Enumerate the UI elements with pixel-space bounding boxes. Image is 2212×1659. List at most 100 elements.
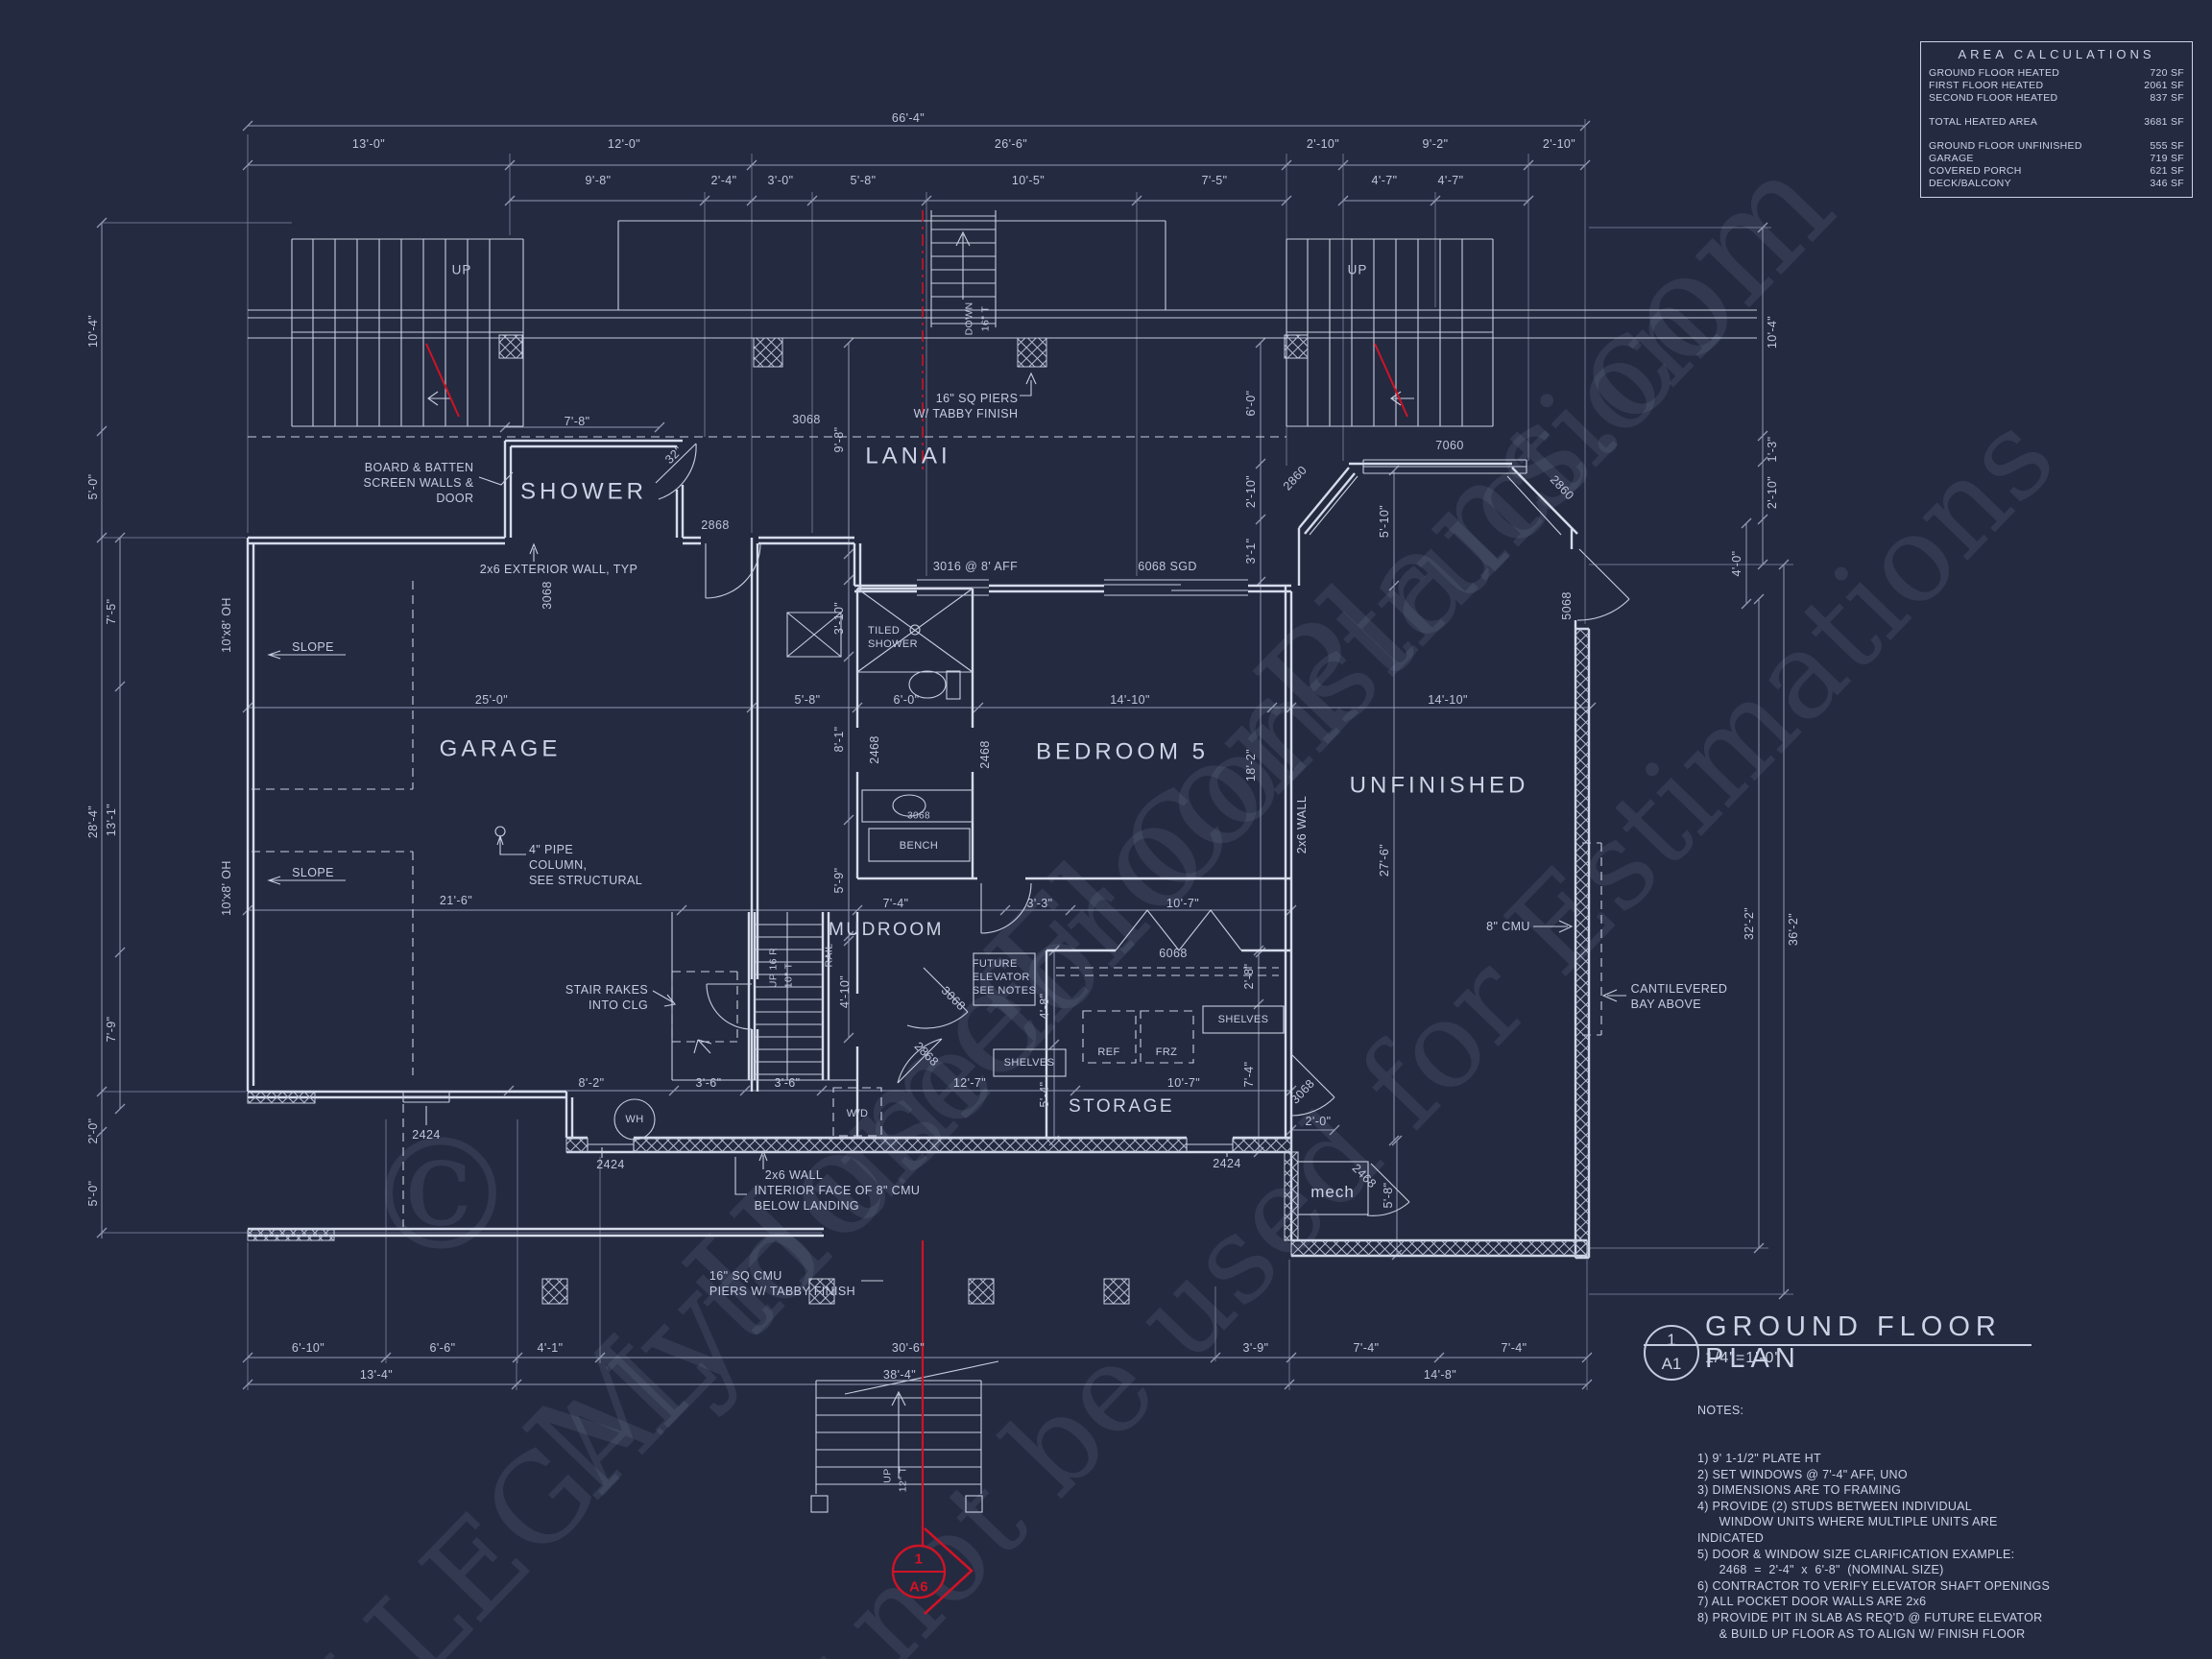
plan-label: 5'-8": [1382, 1182, 1395, 1209]
plan-label: 5068: [1560, 591, 1574, 620]
note-line: 1) 9' 1-1/2" PLATE HT: [1697, 1451, 1821, 1465]
area-row-label: FIRST FLOOR HEATED: [1929, 80, 2044, 91]
plan-label: 3'-9": [1242, 1341, 1269, 1355]
plan-label: UP: [451, 262, 472, 277]
plan-label: 3'-3": [1026, 897, 1053, 910]
plan-label: LANAI: [865, 443, 951, 469]
plan-label: 8'-2": [578, 1076, 605, 1090]
plan-label: 6068: [1159, 947, 1188, 960]
plan-label: 8'-1": [832, 726, 846, 753]
plan-label: 16" SQ CMU PIERS W/ TABBY FINISH: [709, 1269, 856, 1298]
plan-label: 5'-10": [1378, 504, 1391, 539]
plan-label: FUTURE ELEVATOR SEE NOTES: [972, 957, 1037, 998]
plan-label: SHELVES: [1217, 1013, 1269, 1025]
plan-label: 14'-10": [1110, 693, 1150, 707]
plan-label: 13'-0": [351, 137, 386, 151]
note-line: WINDOW UNITS WHERE MULTIPLE UNITS ARE: [1697, 1515, 1998, 1529]
plan-label: 28'-4": [86, 805, 100, 839]
notes-heading: NOTES:: [1697, 1404, 1744, 1418]
note-line: 5) DOOR & WINDOW SIZE CLARIFICATION EXAM…: [1697, 1547, 2015, 1561]
plan-label: 1: [914, 1551, 924, 1568]
plan-label: 2424: [412, 1128, 441, 1142]
plan-label: SHOWER: [520, 478, 647, 505]
area-table-row: GROUND FLOOR UNFINISHED 555 SF: [1929, 140, 2184, 153]
area-row-label: GARAGE: [1929, 153, 1974, 164]
area-row-value: 555 SF: [2150, 140, 2184, 152]
plan-label: 2468: [978, 740, 992, 769]
drawing-scale: 1/4"=1'-0": [1705, 1350, 1782, 1366]
plan-label: 7'-4": [1501, 1341, 1527, 1355]
plan-label: 36'-2": [1787, 912, 1800, 947]
area-row-value: 2061 SF: [2144, 80, 2184, 91]
plan-label: 2468: [868, 735, 881, 764]
plan-label: STAIR RAKES INTO CLG: [565, 983, 649, 1012]
plan-label: STORAGE: [1068, 1095, 1175, 1117]
plan-label: 10'-4": [1766, 315, 1779, 349]
section-cut-line: [425, 210, 1408, 1615]
plan-label: 4'-0": [1730, 550, 1743, 577]
drawing-title: GROUND FLOOR PLAN: [1705, 1311, 2002, 1374]
plan-label: 2868: [701, 518, 730, 532]
detail-marker: 1 A1: [1644, 1325, 1699, 1381]
plan-label: W/D: [846, 1107, 869, 1119]
note-line: & BUILD UP FLOOR AS TO ALIGN W/ FINISH F…: [1697, 1626, 2026, 1641]
plan-label: 5'-4": [1038, 1081, 1051, 1108]
plan-label: 66'-4": [891, 111, 926, 125]
area-row-label: DECK/BALCONY: [1929, 178, 2011, 189]
plan-label: 14'-10": [1428, 693, 1468, 707]
plan-label: FRZ: [1155, 1046, 1178, 1058]
plan-label: 32'-2": [1743, 906, 1756, 941]
area-row-label: GROUND FLOOR HEATED: [1929, 67, 2060, 79]
area-row-label: SECOND FLOOR HEATED: [1929, 92, 2058, 104]
plan-label: 2'-0": [86, 1118, 100, 1144]
plan-label: 6'-10": [291, 1341, 325, 1355]
plan-label: 2'-10": [1542, 137, 1576, 151]
plan-label: MUDROOM: [829, 919, 944, 940]
note-line: 6) CONTRACTOR TO VERIFY ELEVATOR SHAFT O…: [1697, 1578, 2051, 1593]
plan-label: 10'-5": [1011, 174, 1046, 187]
plan-label: 25'-0": [474, 693, 509, 707]
plan-label: 7060: [1435, 439, 1464, 452]
area-table-row: TOTAL HEATED AREA 3681 SF: [1929, 116, 2184, 129]
plan-label: 14'-8": [1423, 1368, 1457, 1382]
plan-label: 7'-5": [1201, 174, 1228, 187]
plan-label: 2'-10": [1766, 475, 1779, 510]
plan-label: 9'-8": [585, 174, 612, 187]
plan-label: 2x6 EXTERIOR WALL, TYP: [479, 563, 638, 576]
note-line: 2468 = 2'-4" x 6'-8" (NOMINAL SIZE): [1697, 1563, 1944, 1577]
area-row-label: GROUND FLOOR UNFINISHED: [1929, 140, 2082, 152]
area-row-value: 621 SF: [2150, 165, 2184, 177]
area-row-value: 837 SF: [2150, 92, 2184, 104]
plan-label: WH: [625, 1113, 644, 1125]
area-table-row: GARAGE 719 SF: [1929, 153, 2184, 165]
title-block: 1 A1 GROUND FLOOR PLAN 1/4"=1'-0" NOTES:…: [1644, 1310, 2104, 1641]
plan-label: 3'-6": [774, 1076, 801, 1090]
plan-label: 5'-0": [86, 1180, 100, 1207]
area-row-value: 719 SF: [2150, 153, 2184, 164]
plan-label: 13'-4": [359, 1368, 394, 1382]
plan-label: 3'-1": [1244, 538, 1258, 565]
plan-label: 2x6 WALL: [1295, 795, 1309, 854]
plan-label: 2'-0": [1305, 1115, 1332, 1128]
plan-label: REF: [1097, 1046, 1120, 1058]
plan-label: 3'-10": [832, 601, 846, 636]
plan-label: 3068: [541, 581, 554, 610]
note-line: INDICATED: [1697, 1530, 1765, 1545]
plan-label: 3068: [907, 810, 930, 822]
plan-label: 12'-0": [607, 137, 641, 151]
plan-label: 13'-1": [105, 803, 118, 837]
area-table-row: FIRST FLOOR HEATED 2061 SF: [1929, 80, 2184, 92]
area-row-value: 3681 SF: [2144, 116, 2184, 128]
plan-label: 1'-3": [1766, 436, 1779, 463]
detail-sheet: A1: [1661, 1355, 1682, 1373]
plan-label: 18'-2": [1244, 748, 1258, 782]
area-row-value: 720 SF: [2150, 67, 2184, 79]
plan-label: 2x6 WALL: [764, 1168, 824, 1182]
note-line: 3) DIMENSIONS ARE TO FRAMING: [1697, 1483, 1902, 1498]
plan-label: 9'-2": [1422, 137, 1449, 151]
plan-label: SHELVES: [1003, 1056, 1055, 1069]
plan-label: UP: [881, 1468, 894, 1483]
plan-label: 21'-6": [439, 894, 473, 907]
